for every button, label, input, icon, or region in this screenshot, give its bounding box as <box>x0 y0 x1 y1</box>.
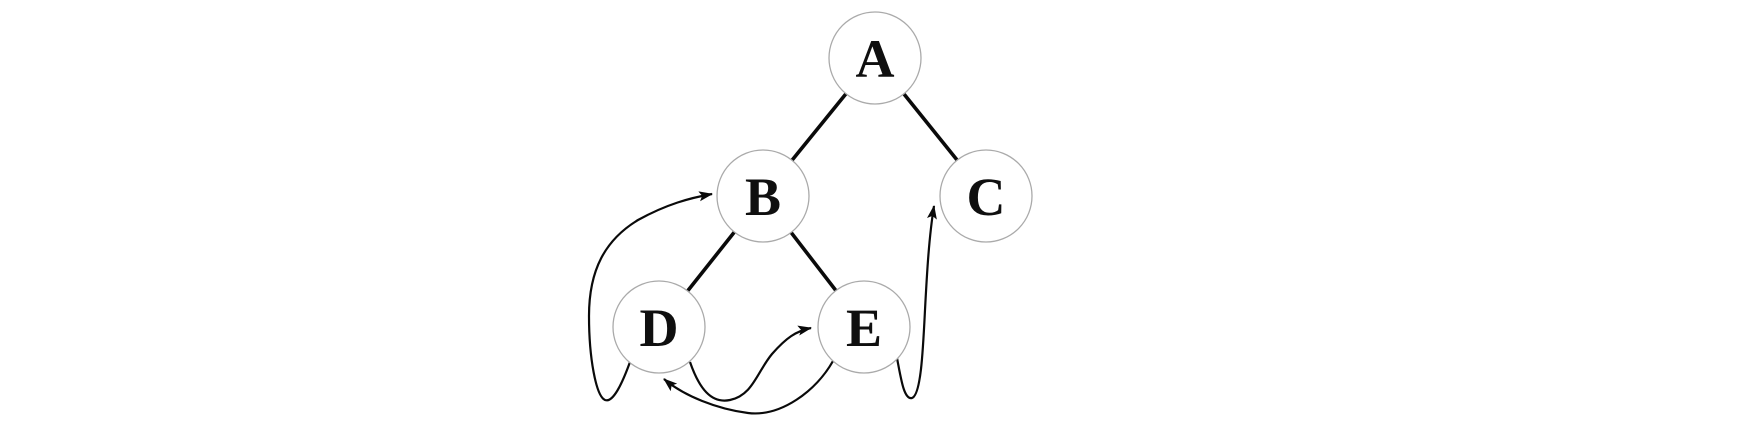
node-d-circle <box>612 280 706 374</box>
node-d-label: D <box>640 298 679 358</box>
node-c-circle <box>939 149 1033 243</box>
arrow-d-to-e <box>688 325 812 402</box>
tree-edges <box>657 56 988 329</box>
arrow-e-to-d <box>663 360 834 415</box>
node-e-circle <box>817 280 911 374</box>
arrow-edges <box>587 191 937 415</box>
node-e: E <box>817 280 911 374</box>
arrow-e-to-c <box>895 205 937 400</box>
nodes: A B C D E <box>612 11 1033 374</box>
node-a-circle <box>828 11 922 105</box>
node-d: D <box>612 280 706 374</box>
node-b-circle <box>716 149 810 243</box>
node-b: B <box>716 149 810 243</box>
node-e-label: E <box>846 298 882 358</box>
node-a-label: A <box>856 29 895 89</box>
arrow-d-to-b <box>587 191 713 402</box>
node-b-label: B <box>745 167 781 227</box>
node-a: A <box>828 11 922 105</box>
node-c-label: C <box>967 167 1006 227</box>
node-c: C <box>939 149 1033 243</box>
